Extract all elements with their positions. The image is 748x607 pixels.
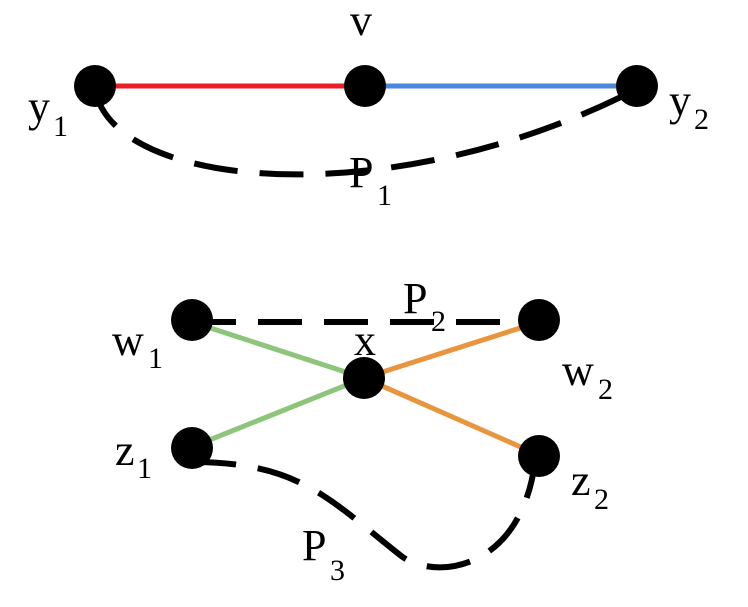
node-v [344,65,386,107]
label-y2-sub: 2 [694,103,709,136]
label-p2-sub: 2 [431,305,446,338]
edge-z1-x [191,375,365,450]
label-z2: z [571,456,591,505]
label-y2: y [669,76,691,125]
edge-x-z2 [362,375,541,458]
label-z2-sub: 2 [594,483,609,516]
label-y1-sub: 1 [53,110,68,143]
path-p3 [191,459,538,571]
node-z2 [518,435,560,477]
label-z1-sub: 1 [137,452,152,485]
label-p2: P [403,274,427,323]
label-w2: w [562,346,594,395]
label-w1-sub: 1 [148,342,163,375]
node-y2 [616,65,658,107]
node-w2 [518,299,560,341]
label-y1: y [28,82,50,131]
path-p1 [92,87,637,178]
label-w1: w [112,316,144,365]
node-x [343,357,385,399]
node-y1 [74,65,116,107]
node-w1 [171,299,213,341]
node-z1 [171,427,213,469]
label-z1: z [115,426,135,475]
label-x: x [354,316,376,365]
label-v: v [350,0,372,45]
edge-x-w2 [363,319,540,381]
label-p1-sub: 1 [377,179,392,212]
label-p1: P [349,148,373,197]
edge-w1-x [191,319,365,381]
label-p3: P [302,521,326,570]
label-w2-sub: 2 [598,373,613,406]
label-p3-sub: 3 [330,554,345,587]
